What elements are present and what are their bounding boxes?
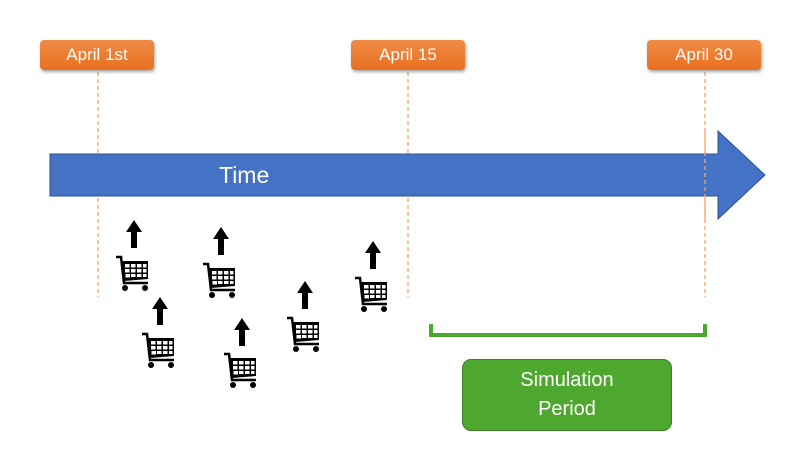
cart-2 bbox=[140, 297, 176, 370]
date-label-april-30: April 30 bbox=[647, 40, 761, 70]
shopping-cart-icon bbox=[140, 332, 176, 370]
shopping-cart-icon bbox=[285, 316, 321, 354]
up-arrow-icon bbox=[152, 297, 168, 325]
up-arrow-icon bbox=[297, 281, 313, 309]
cart-5 bbox=[285, 281, 321, 354]
cart-6 bbox=[353, 241, 389, 314]
cart-3 bbox=[201, 227, 237, 300]
date-label-april-15: April 15 bbox=[351, 40, 465, 70]
up-arrow-icon bbox=[213, 227, 229, 255]
time-label: Time bbox=[219, 162, 270, 188]
simulation-label-line2: Period bbox=[538, 398, 596, 420]
shopping-cart-icon bbox=[222, 352, 258, 390]
up-arrow-icon bbox=[234, 318, 250, 346]
shopping-cart-icon bbox=[201, 262, 237, 300]
simulation-bracket bbox=[429, 324, 707, 337]
up-arrow-icon bbox=[365, 241, 381, 269]
cart-4 bbox=[222, 318, 258, 390]
cart-1 bbox=[114, 220, 150, 293]
up-arrow-icon bbox=[126, 220, 142, 248]
shopping-cart-icon bbox=[353, 276, 389, 314]
date-label-april-1: April 1st bbox=[40, 40, 154, 70]
shopping-cart-icon bbox=[114, 255, 150, 293]
simulation-period-box: Simulation Period bbox=[462, 359, 672, 431]
time-arrow bbox=[49, 129, 766, 221]
simulation-label-line1: Simulation bbox=[520, 369, 614, 391]
